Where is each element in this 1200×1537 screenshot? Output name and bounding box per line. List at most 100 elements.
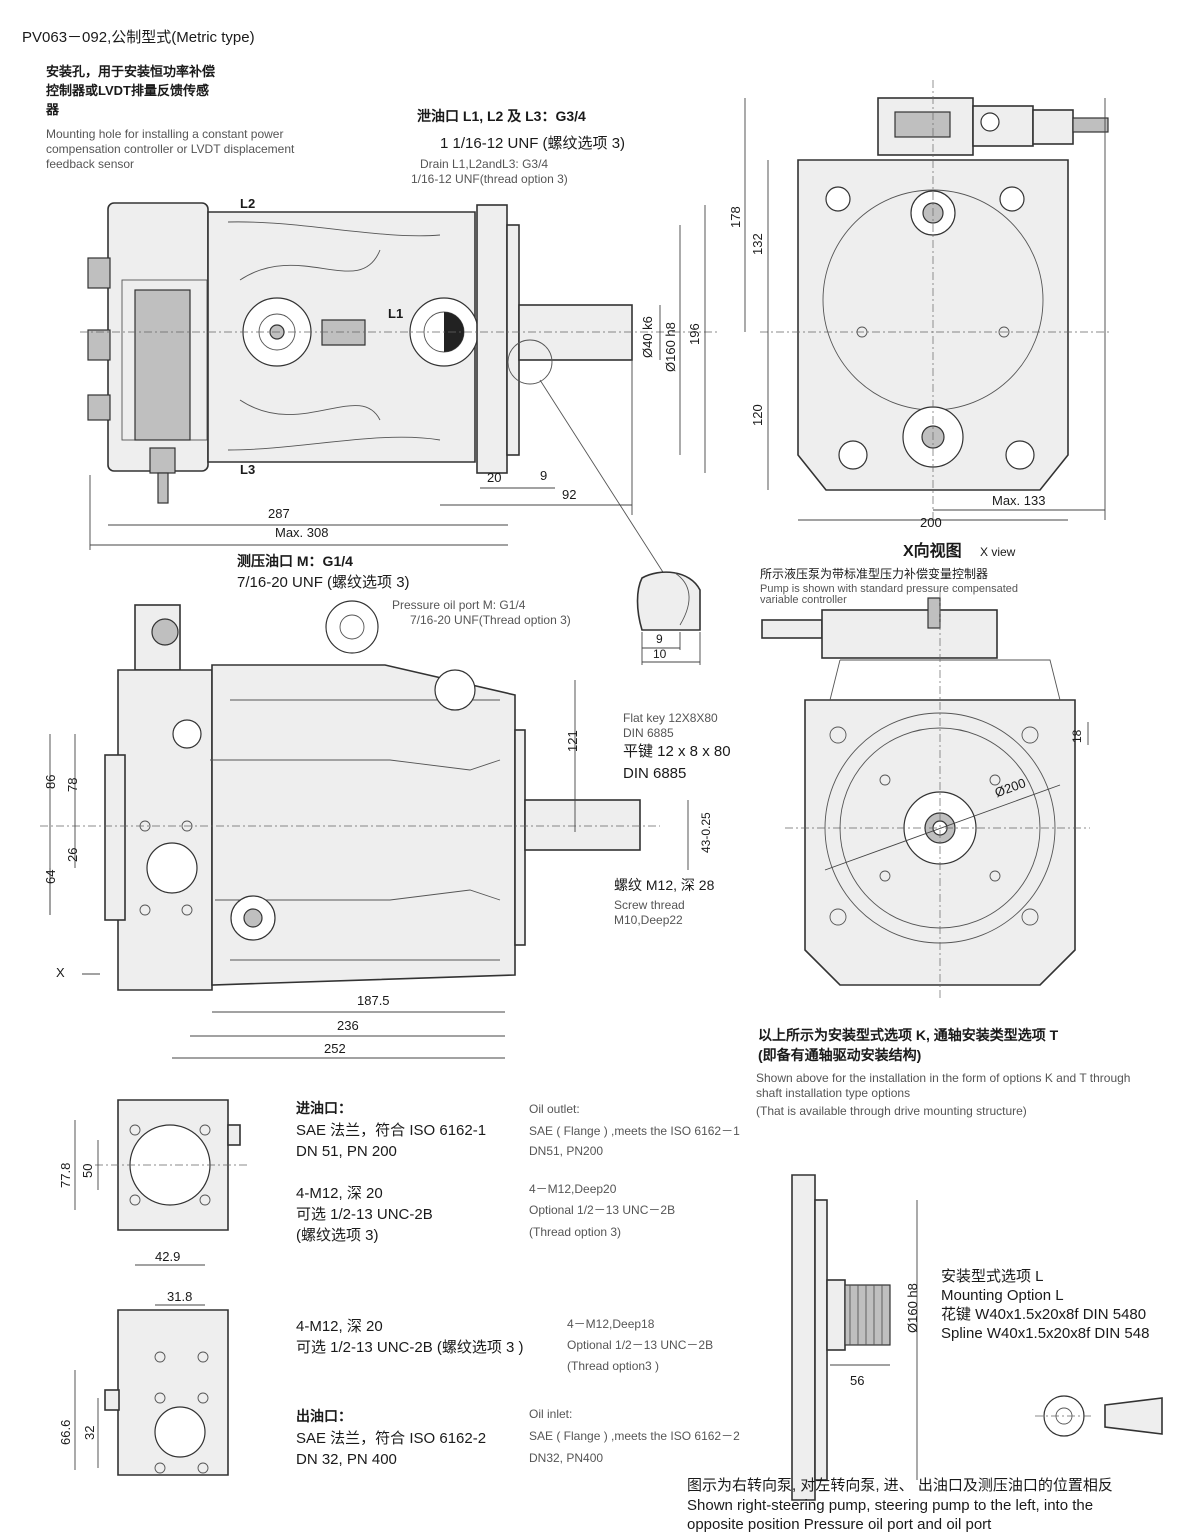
dim-9: 9 xyxy=(540,468,548,483)
dim-236: 236 xyxy=(337,1018,359,1033)
dim-32: 32 xyxy=(82,1425,97,1440)
inlet-title-cn: 进油口： xyxy=(296,1100,352,1116)
view-arrow-x: X xyxy=(56,965,65,980)
end-view-top xyxy=(744,80,1110,521)
outlet-spec-en-2: DN32, PN400 xyxy=(529,1451,604,1465)
x-view xyxy=(761,590,1090,1000)
mounting-option-l-view xyxy=(791,1174,1163,1501)
dim-196: 196 xyxy=(687,323,702,345)
x-view-title-en: X view xyxy=(980,545,1016,559)
key-note-cn-2: DIN 6885 xyxy=(623,765,687,782)
front-view xyxy=(40,600,689,1059)
inlet-title-en: Oil outlet: xyxy=(529,1102,580,1116)
dim-56: 56 xyxy=(850,1373,865,1388)
install-note-en-3: (That is available through drive mountin… xyxy=(756,1104,1027,1118)
option-l-title-cn: 安装型式选项 L xyxy=(941,1268,1044,1285)
inlet-flange-view xyxy=(74,1099,250,1266)
footer-note-en-2: opposite position Pressure oil port and … xyxy=(687,1516,992,1533)
inlet-spec-cn-2: DN 51, PN 200 xyxy=(296,1143,397,1160)
mounting-hole-note-en-2: compensation controller or LVDT displace… xyxy=(46,142,295,156)
spline-note-cn: 花键 W40x1.5x20x8f DIN 5480 xyxy=(941,1306,1147,1323)
option-l-title-en: Mounting Option L xyxy=(941,1287,1064,1304)
drain-note-en-2: 1/16-12 UNF(thread option 3) xyxy=(411,172,568,186)
outlet-spec-cn-2: DN 32, PN 400 xyxy=(296,1451,397,1468)
inlet-thread-cn-2: 可选 1/2-13 UNC-2B xyxy=(296,1206,433,1223)
dim-max-308: Max. 308 xyxy=(275,525,329,540)
dim-200: 200 xyxy=(920,515,942,530)
outlet-title-en: Oil inlet: xyxy=(529,1407,573,1421)
dim-18: 18 xyxy=(1070,729,1084,743)
port-label-l3: L3 xyxy=(240,462,256,477)
dim-31-8: 31.8 xyxy=(167,1289,193,1304)
dim-50: 50 xyxy=(80,1163,95,1178)
screw-note-cn: 螺纹 M12, 深 28 xyxy=(614,877,715,893)
outlet-thread-en-3: (Thread option3 ) xyxy=(567,1359,660,1373)
dim-121: 121 xyxy=(565,730,580,752)
key-note-cn-1: 平键 12 x 8 x 80 xyxy=(623,743,731,760)
port-label-l2: L2 xyxy=(240,196,256,211)
dim-20: 20 xyxy=(487,470,502,485)
key-note-en-2: DIN 6885 xyxy=(623,726,674,740)
footer-note-en-1: Shown right-steering pump, steering pump… xyxy=(687,1497,1094,1514)
dim-120: 120 xyxy=(750,404,765,426)
top-side-view xyxy=(80,202,720,581)
outlet-thread-cn-1: 4-M12, 深 20 xyxy=(296,1318,383,1335)
install-note-cn-1: 以上所示为安装型式选项 K, 通轴安装类型选项 T xyxy=(758,1027,1059,1043)
x-view-desc-en-1: Pump is shown with standard pressure com… xyxy=(760,583,1019,595)
outlet-spec-cn-1: SAE 法兰，符合 ISO 6162-2 xyxy=(296,1430,487,1447)
drain-note-en-1: Drain L1,L2andL3: G3/4 xyxy=(420,157,549,171)
mounting-hole-note-cn-3: 器 xyxy=(46,102,60,117)
dim-shaft-40k6: Ø40 k6 xyxy=(640,316,655,358)
dim-187-5: 187.5 xyxy=(357,993,390,1008)
mounting-hole-note-cn-2: 控制器或LVDT排量反馈传感 xyxy=(46,83,209,98)
mounting-hole-note-en-3: feedback sensor xyxy=(46,157,135,171)
outlet-spec-en-1: SAE ( Flange ) ,meets the ISO 6162－2 xyxy=(529,1429,740,1443)
install-note-en-2: shaft installation type options xyxy=(756,1086,911,1100)
key-profile-detail xyxy=(636,571,701,665)
drain-note-cn-2: 1 1/16-12 UNF (螺纹选项 3) xyxy=(440,135,626,152)
dim-86: 86 xyxy=(43,774,58,789)
x-view-desc-cn: 所示液压泵为带标准型压力补偿变量控制器 xyxy=(760,567,989,581)
dim-42-9: 42.9 xyxy=(155,1249,181,1264)
pressure-port-note-cn-1: 测压油口 M：G1/4 xyxy=(237,553,353,569)
outlet-flange-view xyxy=(74,1304,229,1476)
outlet-thread-en-1: 4－M12,Deep18 xyxy=(567,1317,655,1331)
dim-287: 287 xyxy=(268,506,290,521)
dim-key-10: 10 xyxy=(653,647,667,661)
x-view-title-cn: X向视图 xyxy=(903,543,962,560)
outlet-thread-en-2: Optional 1/2－13 UNC－2B xyxy=(567,1338,714,1352)
inlet-thread-en-3: (Thread option 3) xyxy=(529,1225,622,1239)
inlet-thread-cn-3: (螺纹选项 3) xyxy=(296,1227,379,1244)
x-view-desc-en-2: variable controller xyxy=(760,594,847,606)
dim-92: 92 xyxy=(562,487,577,502)
dim-option-l-160h8: Ø160 h8 xyxy=(905,1283,920,1333)
dim-64: 64 xyxy=(43,869,58,884)
dim-132: 132 xyxy=(750,233,765,255)
dim-78: 78 xyxy=(65,777,80,792)
inlet-spec-en-2: DN51, PN200 xyxy=(529,1144,604,1158)
outlet-title-cn: 出油口： xyxy=(296,1408,352,1424)
inlet-thread-en-1: 4－M12,Deep20 xyxy=(529,1182,617,1196)
spline-note-en: Spline W40x1.5x20x8f DIN 548 xyxy=(941,1325,1150,1342)
inlet-spec-cn-1: SAE 法兰，符合 ISO 6162-1 xyxy=(296,1122,487,1139)
dim-key-9: 9 xyxy=(656,632,663,646)
page-title: PV063－092,公制型式(Metric type) xyxy=(22,29,255,46)
dim-66-6: 66.6 xyxy=(58,1419,73,1445)
dim-77-8: 77.8 xyxy=(58,1162,73,1188)
footer-note-cn: 图示为右转向泵, 对左转向泵, 进、 出油口及测压油口的位置相反 xyxy=(687,1477,1113,1494)
dim-pilot-160h8: Ø160 h8 xyxy=(663,322,678,372)
outlet-thread-cn-2: 可选 1/2-13 UNC-2B (螺纹选项 3 ) xyxy=(296,1339,524,1356)
dim-26: 26 xyxy=(65,847,80,862)
pressure-port-note-cn-2: 7/16-20 UNF (螺纹选项 3) xyxy=(237,574,410,591)
inlet-thread-en-2: Optional 1/2－13 UNC－2B xyxy=(529,1203,676,1217)
pressure-port-note-en-1: Pressure oil port M: G1/4 xyxy=(392,598,526,612)
dim-252: 252 xyxy=(324,1041,346,1056)
dim-max-133: Max. 133 xyxy=(992,493,1046,508)
dim-43-tolerance: 43-0.25 xyxy=(699,812,713,853)
inlet-thread-cn-1: 4-M12, 深 20 xyxy=(296,1185,383,1202)
install-note-cn-2: (即备有通轴驱动安装结构) xyxy=(758,1047,922,1063)
install-note-en-1: Shown above for the installation in the … xyxy=(756,1071,1131,1085)
mounting-hole-note-en-1: Mounting hole for installing a constant … xyxy=(46,127,284,141)
screw-note-en-2: M10,Deep22 xyxy=(614,913,683,927)
